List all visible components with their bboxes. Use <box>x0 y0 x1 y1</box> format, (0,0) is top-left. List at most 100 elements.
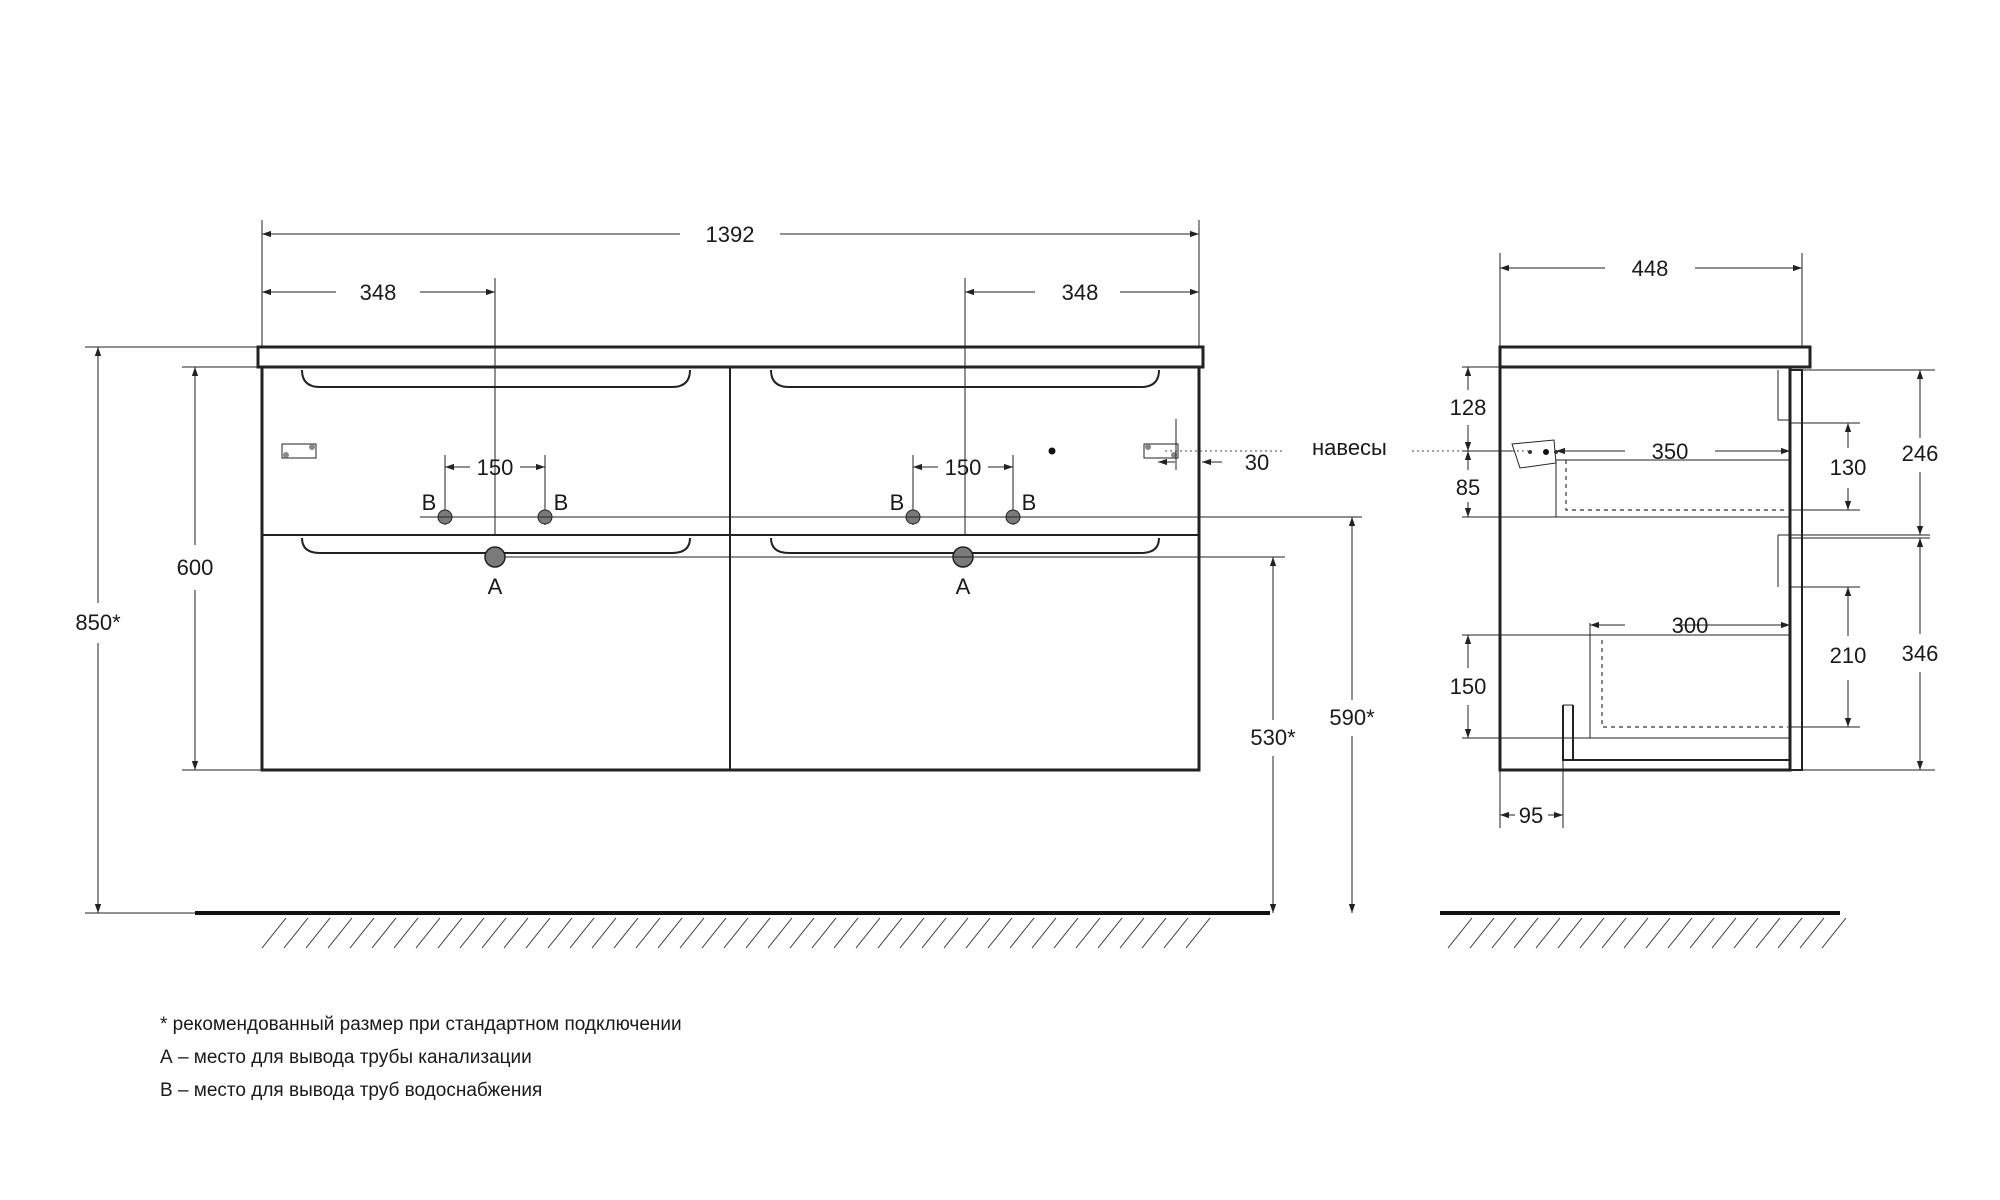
floor-hatch-line <box>547 917 573 949</box>
floor-hatch-line <box>1733 917 1759 949</box>
floor-hatch-line <box>877 917 903 949</box>
floor-hatch-line <box>1513 917 1539 949</box>
floor-hatch-line <box>1009 917 1035 949</box>
side-hinge-detail <box>1511 439 1557 469</box>
dim-upper-drawer-height: 130 <box>1830 455 1867 480</box>
floor-hatch-line <box>899 917 925 949</box>
lower-drawer-inner <box>1601 640 1788 728</box>
notes-block: * рекомендованный размер при стандартном… <box>160 1008 682 1107</box>
label-hinges: навесы <box>1312 435 1387 460</box>
floor-hatch-line <box>1119 917 1145 949</box>
dim-upper-section: 246 <box>1902 441 1939 466</box>
dim-lower-gap: 150 <box>1450 674 1487 699</box>
floor-hatch-line <box>1601 917 1627 949</box>
floor-hatch-line <box>679 917 705 949</box>
note-recommended: * рекомендованный размер при стандартном… <box>160 1014 682 1035</box>
marker-a-right: A <box>956 574 971 599</box>
upper-drawer-box <box>1555 459 1790 518</box>
floor-hatch-line <box>855 917 881 949</box>
floor-hatch-line <box>921 917 947 949</box>
note-drain-a: А – место для вывода трубы канализации <box>160 1047 532 1068</box>
floor-hatch-line <box>833 917 859 949</box>
handle-recess-top-left <box>301 369 691 388</box>
floor-hatch-line <box>1799 917 1825 949</box>
floor-hatch-line <box>481 917 507 949</box>
floor-hatch-line <box>1711 917 1737 949</box>
dim-offset-right: 348 <box>1062 280 1099 305</box>
lower-drawer-box <box>1589 634 1790 739</box>
front-countertop <box>256 345 1205 369</box>
side-cabinet-body <box>1498 365 1792 772</box>
floor-hatch-line <box>789 917 815 949</box>
floor-hatch-line <box>569 917 595 949</box>
floor-hatch-line <box>459 917 485 949</box>
dim-water-height: 590* <box>1329 705 1375 730</box>
floor-hatch-line <box>1031 917 1057 949</box>
floor-hatch-line <box>1447 917 1473 949</box>
marker-b-left-2: B <box>554 490 569 515</box>
floor-hatch-line <box>1535 917 1561 949</box>
floor-hatch-line <box>1491 917 1517 949</box>
floor-hatch-line <box>1623 917 1649 949</box>
dim-drain-height: 530* <box>1250 725 1296 750</box>
floor-hatch-line <box>261 917 287 949</box>
marker-b-right-1: B <box>890 490 905 515</box>
floor-hatch-line <box>591 917 617 949</box>
dim-upper-gap: 85 <box>1456 475 1480 500</box>
floor-hatch-line <box>1667 917 1693 949</box>
floor-hatch-line <box>393 917 419 949</box>
floor-hatch-line <box>613 917 639 949</box>
floor-hatch-line <box>1557 917 1583 949</box>
floor-hatch-line <box>965 917 991 949</box>
dim-body-height: 600 <box>177 555 214 580</box>
service-dot <box>1048 447 1056 455</box>
floor-hatch-line <box>1097 917 1123 949</box>
floor-hatch-line <box>723 917 749 949</box>
floor-hatch-line <box>635 917 661 949</box>
dim-upper-top: 128 <box>1450 395 1487 420</box>
hinge-bracket-right <box>1143 443 1179 459</box>
dim-lower-drawer-height: 210 <box>1830 643 1867 668</box>
upper-drawer-inner <box>1565 460 1788 511</box>
floor-hatch-line <box>1141 917 1167 949</box>
side-view: 448 128 85 350 130 246 300 <box>1440 253 1939 949</box>
note-water-b: В – место для вывода труб водоснабжения <box>160 1080 543 1101</box>
floor-hatch-line <box>371 917 397 949</box>
hinge-bolt-left-2 <box>309 444 315 450</box>
floor-hatch-line <box>503 917 529 949</box>
floor-hatch-line <box>1163 917 1189 949</box>
hinge-bolt-right <box>1145 444 1151 450</box>
floor-hatch-line <box>1755 917 1781 949</box>
dim-total-height: 850* <box>75 610 121 635</box>
side-plinth <box>1562 705 1790 761</box>
floor-hatch-line <box>1469 917 1495 949</box>
floor-hatch-front <box>261 917 1211 949</box>
floor-hatch-line <box>327 917 353 949</box>
floor-hatch-line <box>987 917 1013 949</box>
floor-hatch-line <box>701 917 727 949</box>
floor-hatch-line <box>745 917 771 949</box>
side-countertop <box>1498 345 1812 369</box>
floor-hatch-line <box>1579 917 1605 949</box>
floor-hatch-line <box>811 917 837 949</box>
floor-hatch-line <box>283 917 309 949</box>
dim-lower-drawer-depth: 300 <box>1672 613 1709 638</box>
dim-hinge-offset: 30 <box>1245 450 1269 475</box>
dim-offset-left: 348 <box>360 280 397 305</box>
floor-hatch-line <box>1185 917 1211 949</box>
floor-hatch-line <box>349 917 375 949</box>
floor-hatch-line <box>1689 917 1715 949</box>
floor-hatch-line <box>1821 917 1847 949</box>
dim-upper-drawer-depth: 350 <box>1652 439 1689 464</box>
drain-outlet-a-left <box>484 546 506 568</box>
floor-hatch-line <box>1053 917 1079 949</box>
floor-hatch-line <box>305 917 331 949</box>
floor-hatch-line <box>1075 917 1101 949</box>
floor-hatch-line <box>1645 917 1671 949</box>
floor-hatch-line <box>943 917 969 949</box>
dim-pipe-spacing-left: 150 <box>477 455 514 480</box>
dim-width-total: 1392 <box>706 222 755 247</box>
floor-hatch-side <box>1447 917 1847 949</box>
floor-hatch-line <box>657 917 683 949</box>
